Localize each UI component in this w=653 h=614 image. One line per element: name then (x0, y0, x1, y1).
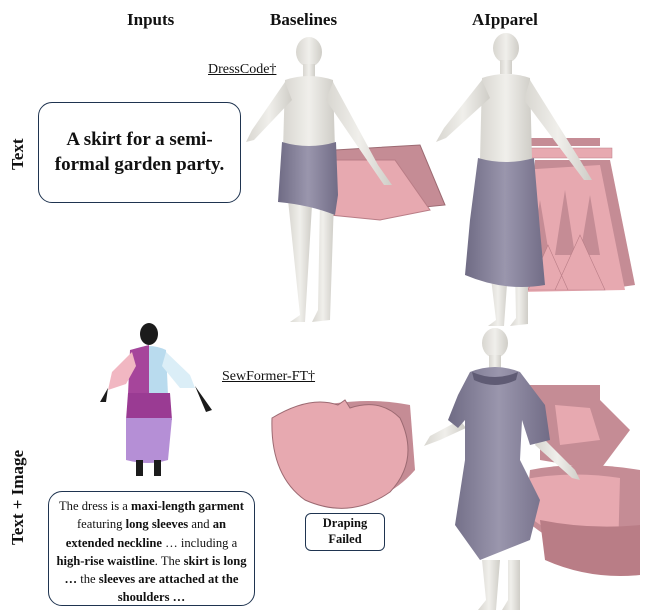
sewformer-pattern (271, 399, 415, 509)
aipparel-row2-dress (448, 367, 550, 560)
caption-part: … including a (162, 535, 238, 550)
caption-bold: long sleeves (125, 517, 189, 532)
aipparel-row2-mannequin (424, 328, 580, 610)
header-ours: AIpparel (472, 10, 538, 29)
caption-part: and (188, 517, 213, 532)
dresscode-skirt (278, 142, 338, 215)
caption-part: featuring (76, 517, 126, 532)
baseline-sewformer-label: SewFormer-FT† (222, 369, 316, 384)
caption-part: The dress is a (58, 499, 132, 513)
baseline-dresscode-label: DressCode† (208, 62, 277, 77)
caption-part: . The (154, 553, 184, 568)
caption-bold: sleeves are attached at the shoulders … (98, 572, 239, 605)
caption-bold: maxi-length garment (131, 499, 245, 513)
caption-bold: high-rise waistline (56, 553, 155, 568)
caption-bold: skirt is long … (64, 553, 247, 586)
dresscode-pattern-panels (329, 144, 446, 221)
header-inputs: Inputs (127, 10, 175, 29)
aipparel-row2-pattern-panels (520, 385, 640, 576)
text-prompt: A skirt for a semi-formal garden party. (54, 128, 225, 175)
draping-failed-box: Draping Failed (305, 513, 385, 551)
draping-failed-label: Draping Failed (322, 516, 368, 546)
caption-bold: an extended neckline (65, 517, 227, 550)
aipparel-row1-pattern-panels (520, 138, 635, 292)
header-baselines: Baselines (270, 10, 338, 29)
input-dress-render (100, 323, 212, 476)
dresscode-mannequin (246, 37, 392, 322)
caption-part: the (77, 572, 99, 586)
caption-box: The dress is a maxi-length garment featu… (48, 491, 255, 606)
aipparel-row1-skirt (465, 158, 545, 288)
aipparel-row1-mannequin (436, 33, 592, 326)
text-prompt-box: A skirt for a semi-formal garden party. (38, 102, 241, 203)
